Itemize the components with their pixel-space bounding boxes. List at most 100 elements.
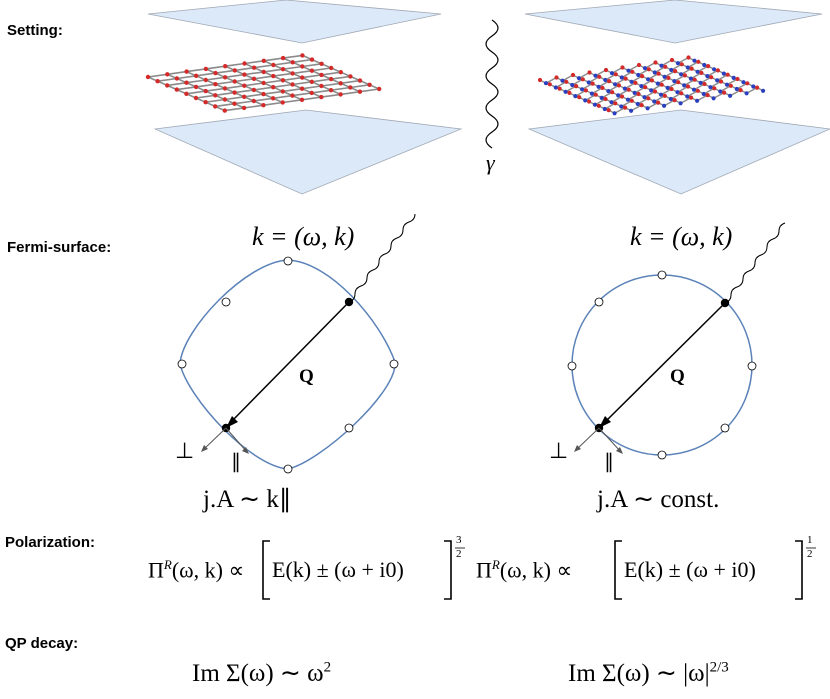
par-label-left: ∥: [231, 451, 241, 473]
state-circle: [389, 359, 399, 369]
par-arrowhead: [616, 447, 623, 454]
polarization-left-inner: E(k) ± (ω + i0): [272, 557, 404, 582]
lattice-atom: [665, 85, 670, 90]
lattice-atom: [722, 90, 727, 95]
qp-decay-left-text: Im Σ(ω) ∼ ω: [192, 660, 324, 687]
lattice-atom: [678, 101, 683, 106]
lattice-bond: [321, 93, 341, 98]
lattice-bond: [215, 69, 235, 74]
state-circle: [344, 423, 354, 433]
lattice-bond: [234, 66, 255, 72]
lattice-atom: [280, 67, 286, 72]
lattice-atom: [543, 81, 549, 86]
lattice-atom: [338, 70, 343, 75]
lattice-atom: [616, 83, 622, 88]
lattice-atom: [655, 81, 661, 86]
lattice-atom: [728, 93, 733, 98]
lattice-atom: [649, 88, 654, 93]
fermi-surface-left: [177, 213, 416, 474]
lattice-atom: [222, 97, 228, 102]
lattice-atom: [586, 99, 592, 104]
lattice-atom: [702, 81, 707, 87]
lattice-atom: [593, 92, 598, 97]
lattice-atom: [718, 79, 724, 84]
lattice-atom: [165, 72, 170, 77]
lattice-bond: [195, 94, 216, 99]
state-circle: [720, 423, 730, 433]
lattice-atom: [721, 71, 727, 76]
lattice-bond: [224, 107, 245, 112]
lattice-atom: [616, 93, 621, 98]
lattice-bond: [321, 82, 341, 87]
lattice-atom: [652, 99, 657, 104]
section-label-setting: Setting:: [7, 22, 63, 39]
lattice-atom: [600, 85, 605, 90]
lattice-atom: [338, 81, 343, 86]
lattice-atom: [688, 76, 694, 81]
lattice-atom: [636, 72, 641, 78]
lattice-atom: [300, 75, 305, 80]
lattice-atom: [338, 92, 343, 97]
top-plate: [147, 0, 442, 44]
lattice-atom: [652, 89, 658, 94]
lattice-atom: [251, 87, 257, 93]
par-label-right: ∥: [604, 451, 614, 473]
lattice-atom: [213, 82, 218, 87]
lattice-atom: [193, 84, 199, 90]
q-vector: [602, 302, 726, 425]
lattice-atom: [679, 72, 684, 77]
lattice-atom: [751, 84, 756, 89]
lattice-atom: [241, 105, 247, 111]
state-circle: [221, 297, 231, 307]
pi-symbol: Π: [476, 557, 492, 583]
lattice-bond: [205, 65, 226, 70]
lattice-atom: [606, 89, 611, 94]
lattice-atom: [672, 79, 677, 84]
lattice-atom: [619, 104, 624, 109]
lattice-atom: [672, 98, 677, 103]
lattice-atom: [606, 108, 611, 113]
state-dot: [720, 298, 730, 308]
lattice-atom: [656, 100, 661, 105]
lattice-bond: [273, 83, 293, 88]
lattice-atom: [718, 89, 723, 94]
lattice-atom: [629, 108, 634, 113]
lattice-bond: [167, 81, 187, 87]
lattice-atom: [574, 84, 579, 89]
lattice-atom: [222, 75, 228, 80]
lattice-atom: [553, 85, 558, 90]
lattice-bond: [272, 94, 293, 100]
lattice-atom: [698, 80, 703, 85]
polarization-left-exp-num: 3: [456, 534, 462, 546]
lattice-atom: [613, 82, 618, 87]
lattice-atom: [271, 85, 276, 90]
lattice-atom: [603, 96, 608, 102]
state-circle: [657, 270, 667, 280]
lattice-atom: [613, 72, 618, 77]
polarization-left-brackets: [262, 540, 452, 600]
lattice-atom: [557, 86, 562, 91]
lattice-bond: [263, 57, 284, 62]
state-circle: [747, 361, 757, 371]
lattice-atom: [271, 73, 276, 79]
lattice-bond: [196, 72, 216, 77]
lattice-atom: [300, 64, 305, 69]
lattice-atom: [577, 95, 582, 100]
lattice-atom: [329, 65, 334, 71]
lattice-atom: [309, 90, 314, 96]
lattice-atom: [300, 53, 305, 58]
lattice-atom: [725, 72, 730, 77]
lattice-atom: [682, 83, 687, 88]
lattice-atom: [633, 80, 638, 85]
lattice-atom: [597, 74, 602, 79]
lattice-bond: [244, 71, 264, 76]
lattice-atom: [676, 80, 681, 85]
lattice-atom: [357, 89, 363, 94]
lattice-atom: [695, 88, 700, 93]
lattice-atom: [652, 70, 657, 75]
lattice-bond: [311, 67, 332, 72]
lattice-atom: [242, 61, 247, 66]
pi-args: (ω, k) ∝: [499, 557, 573, 583]
lattice-atom: [636, 91, 641, 97]
lattice-bond: [263, 79, 284, 84]
